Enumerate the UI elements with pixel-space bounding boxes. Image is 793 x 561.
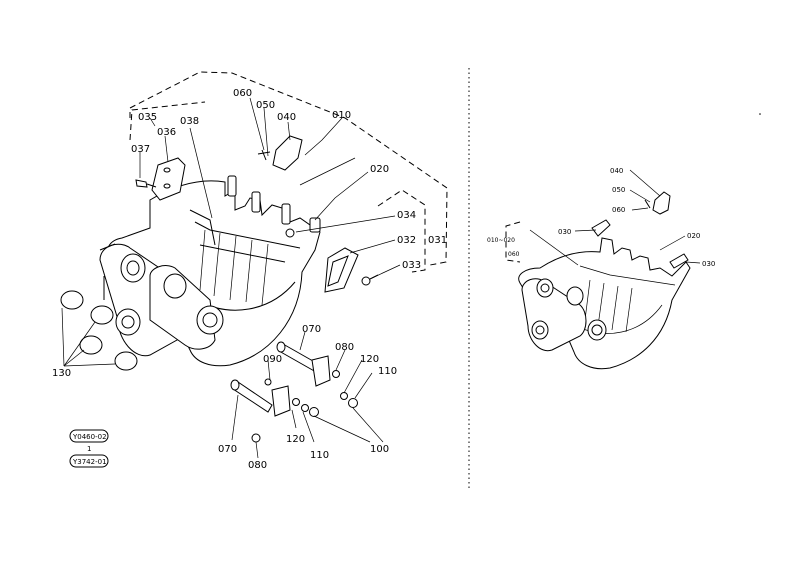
detail-callout-020: 020	[687, 232, 700, 240]
detail-callout-060: 060	[612, 206, 625, 214]
callout-034: 034	[397, 210, 416, 221]
callout-050: 050	[256, 100, 275, 111]
callout-010: 010	[332, 110, 351, 121]
callout-070-lower: 070	[218, 444, 237, 455]
callout-032: 032	[397, 235, 416, 246]
callout-036: 036	[157, 127, 176, 138]
callout-040: 040	[277, 112, 296, 123]
detail-callout-010-020: 010~020	[487, 237, 515, 244]
callout-038: 038	[180, 116, 199, 127]
callout-031: 031	[428, 235, 447, 246]
callout-130: 130	[52, 368, 71, 379]
callout-070-upper: 070	[302, 324, 321, 335]
main-bucket-view: 010 020 031 032 033 034 035 036 037 038 …	[52, 71, 448, 471]
serial-separator: 1	[87, 445, 91, 453]
callout-060: 060	[233, 88, 252, 99]
callout-120-upper: 120	[360, 354, 379, 365]
detail-callout-030-left: 030	[558, 228, 571, 236]
callout-080-lower: 080	[248, 460, 267, 471]
callout-020: 020	[370, 164, 389, 175]
detail-bucket-view: 040 050 060 030 020 030 010~020 060	[487, 167, 715, 370]
callout-035: 035	[138, 112, 157, 123]
detail-callout-060-sub: 060	[508, 251, 520, 258]
detail-callout-050: 050	[612, 186, 625, 194]
callout-037: 037	[131, 144, 150, 155]
callout-033: 033	[402, 260, 421, 271]
serial-to: Y3742-01	[72, 458, 107, 466]
callout-110-lower: 110	[310, 450, 329, 461]
callout-080-upper: 080	[335, 342, 354, 353]
serial-from: Y0460-02	[72, 433, 107, 441]
callout-100: 100	[370, 444, 389, 455]
detail-callout-030-right: 030	[702, 260, 715, 268]
detail-callout-040: 040	[610, 167, 623, 175]
callout-110-upper: 110	[378, 366, 397, 377]
callout-120-lower: 120	[286, 434, 305, 445]
callout-090: 090	[263, 354, 282, 365]
